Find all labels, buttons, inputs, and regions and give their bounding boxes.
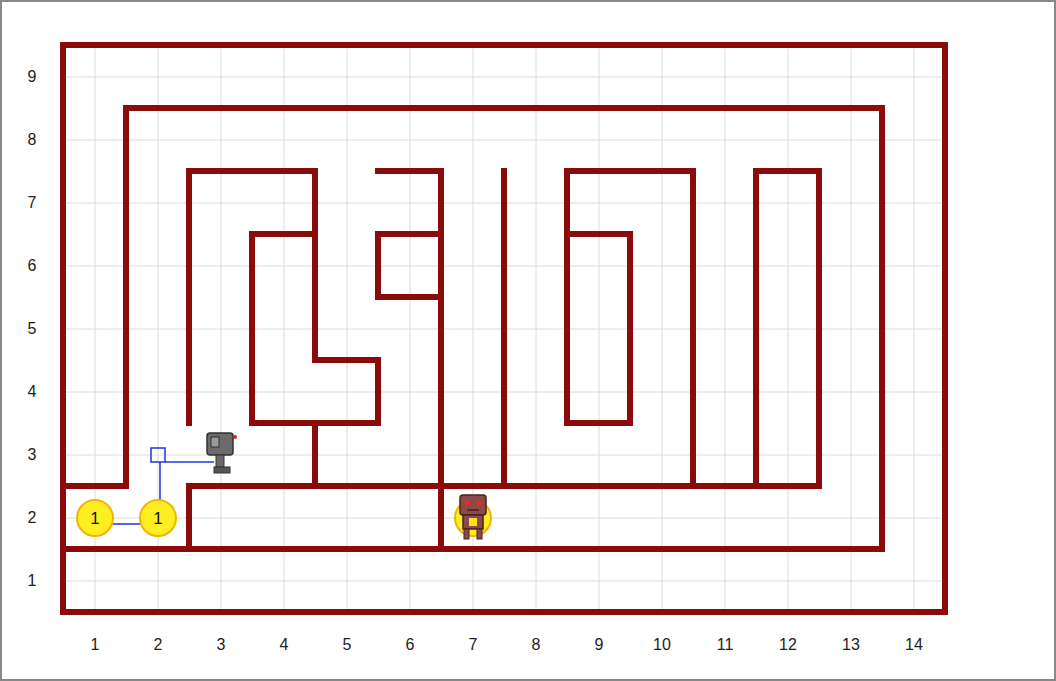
row-number: 8 (28, 131, 37, 149)
row-number: 7 (28, 194, 37, 212)
column-number: 4 (280, 636, 289, 654)
red-robot (455, 495, 491, 539)
column-number: 3 (217, 636, 226, 654)
column-number: 11 (717, 636, 734, 654)
column-number: 8 (532, 636, 541, 654)
column-number: 10 (653, 636, 671, 654)
gray-robot (207, 433, 237, 473)
coin: 1 (139, 499, 177, 537)
column-number: 13 (842, 636, 860, 654)
column-number: 9 (595, 636, 604, 654)
column-number: 7 (469, 636, 478, 654)
row-number: 5 (28, 320, 37, 338)
row-number: 3 (28, 446, 37, 464)
coin-value: 1 (153, 510, 162, 527)
maze-walls (63, 45, 945, 612)
column-number: 1 (91, 636, 100, 654)
row-number: 6 (28, 257, 37, 275)
row-number: 9 (28, 68, 37, 86)
column-number: 5 (343, 636, 352, 654)
coin: 1 (76, 499, 114, 537)
grid-lines (63, 45, 945, 612)
column-number: 2 (154, 636, 163, 654)
coin-value: 1 (90, 510, 99, 527)
column-number: 12 (779, 636, 797, 654)
row-number: 2 (28, 509, 37, 527)
column-number: 6 (406, 636, 415, 654)
row-number: 4 (28, 383, 37, 401)
column-number: 14 (905, 636, 923, 654)
row-number: 1 (28, 572, 37, 590)
